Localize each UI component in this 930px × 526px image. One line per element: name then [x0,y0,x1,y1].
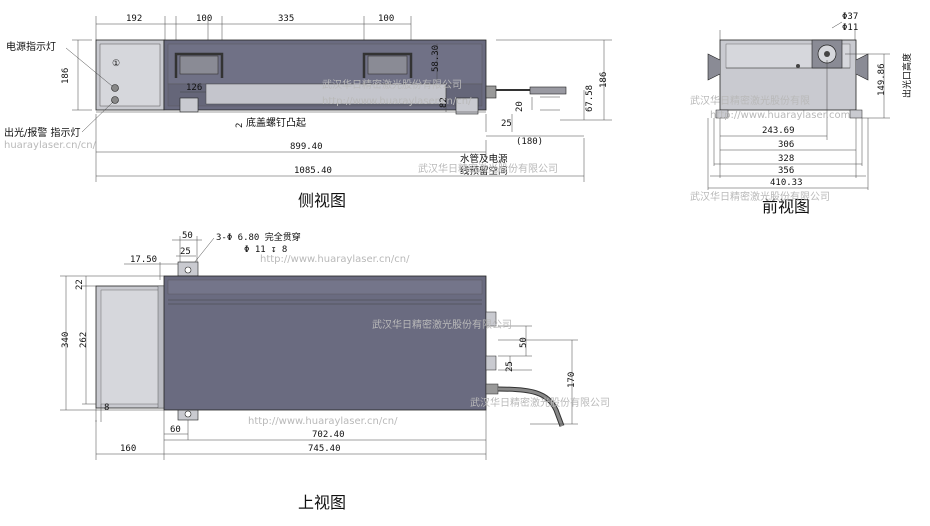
watermark-url: huaraylaser.cn/cn/ [4,140,97,151]
handle-right-icon [362,52,413,78]
dim-180: (180) [516,137,543,147]
dim-82: 82 [439,97,449,108]
dim-phi37: Φ37 [842,12,858,22]
bump-label: 底盖螺钉凸起 [246,116,306,129]
main-body-top [163,275,487,411]
top-view-title: 上视图 [298,493,346,512]
aperture-height-label: 出光口高度 [901,53,913,98]
dim-306: 306 [778,140,794,150]
dim-1750: 17.50 [130,255,157,265]
dim-126: 126 [186,83,202,93]
pipe-space-label-2: 线预留空间 [460,165,508,177]
watermark-text: 武汉华日精密激光股份有限公司 [470,396,610,409]
dim-108540: 1085.40 [294,166,332,176]
dim-25-side: 25 [501,119,512,129]
dim-74540: 745.40 [308,444,341,454]
dim-89940: 899.40 [290,142,323,152]
dim-100-right: 100 [378,14,394,24]
dim-186-left: 186 [61,68,71,84]
dim-340: 340 [61,332,71,348]
dim-25-right: 25 [505,361,515,372]
watermarks: 武汉华日精密激光股份有限公司 http://www.huaraylaser.cn… [4,78,850,427]
dim-20: 20 [515,101,525,112]
front-view: Φ37 Φ11 149.86 出光口高度 243.69 306 [707,12,913,216]
dim-186-right: 186 [599,72,609,88]
mount-foot-left [179,97,199,113]
mount-hole-icon [184,266,192,274]
emit-led-icon [111,96,119,104]
side-view: 192 100 335 100 186 ① 126 [4,14,612,210]
power-led-label: 电源指示灯 [6,40,56,53]
dim-192: 192 [126,14,142,24]
circle-mark: ① [112,59,120,69]
dim-25-top: 25 [180,247,191,257]
dim-100-left: 100 [196,14,212,24]
dim-356: 356 [778,166,794,176]
watermark-text: 武汉华日精密激光股份有限公司 [372,318,512,331]
watermark-url: http://www.huaraylaser.com [710,110,850,121]
water-pipe-icon [529,86,567,95]
watermark-text: 武汉华日精密激光股份有限公司 [418,162,558,175]
dim-50-right: 50 [519,337,529,348]
front-view-title: 前视图 [762,197,810,216]
dim-2: 2 [235,123,245,128]
dim-60: 60 [170,425,181,435]
watermark-url: http://www.huaraylaser.cn/cn/ [260,254,410,265]
dim-41033: 410.33 [770,178,803,188]
dim-50-top: 50 [182,231,193,241]
dim-328: 328 [778,154,794,164]
dim-14986: 149.86 [877,63,887,96]
handle-left-icon [174,52,224,78]
mount-hole-icon [184,410,192,418]
dim-6758: 67.58 [585,85,595,112]
hole-note: 3-Φ 6.80 完全贯穿 [216,231,301,243]
dim-170: 170 [567,372,577,388]
mount-foot-right [455,97,479,115]
watermark-text: 武汉华日精密激光股份有限 [690,94,810,107]
dim-262: 262 [79,332,89,348]
hole-note-2: Φ 11 ↧ 8 [244,245,287,255]
power-led-icon [111,84,119,92]
watermark-text: 武汉华日精密激光股份有限公司 [322,78,462,91]
dim-24369: 243.69 [762,126,795,136]
watermark-text: 武汉华日精密激光股份有限公司 [690,190,830,203]
pipe-space-label-1: 水管及电源 [460,153,508,165]
watermark-url: http://www.huaraylaser.cn/cn/ [248,416,398,427]
front-handle-right-icon [855,53,869,81]
watermark-url: http://www.huaraylaser.cn/cn/ [322,96,472,107]
dim-70240: 702.40 [312,430,345,440]
top-view: 50 25 17.50 3-Φ 6.80 完全贯穿 Φ 11 ↧ 8 340 2… [60,231,578,512]
dim-22: 22 [75,279,85,290]
side-view-title: 侧视图 [298,191,346,210]
dim-phi11: Φ11 [842,23,858,33]
emit-led-label: 出光/报警 指示灯 [4,126,81,139]
dim-335: 335 [278,14,294,24]
front-handle-left-icon [707,53,721,81]
dim-160: 160 [120,444,136,454]
dim-5830: 58.30 [431,45,441,72]
dim-8: 8 [104,403,109,413]
